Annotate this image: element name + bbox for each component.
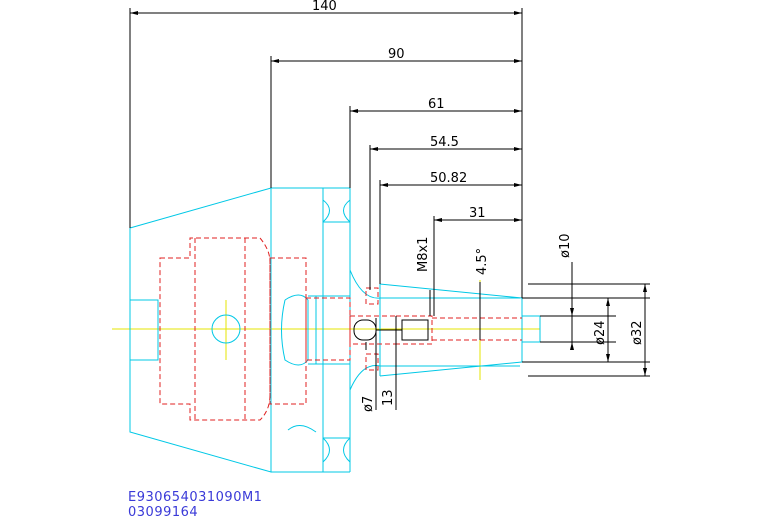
dim-overall-length: 140 [312,0,337,14]
inner-detail [353,319,429,341]
dim-inner-diameter: ø7 [361,396,376,412]
dim-taper-length: 31 [469,206,486,221]
hidden-lines [159,237,522,421]
part-code: 03099164 [128,505,199,520]
center-lines [112,280,540,380]
dim-outer-diameter: ø32 [630,321,645,346]
bore-circle [211,314,241,344]
dim-inner-depth: 13 [381,389,396,406]
dim-bore-to-tip: 50.82 [430,171,467,186]
dim-thread: M8x1 [416,237,431,272]
part-number: E930654031090M1 [128,490,263,505]
dim-flange-to-tip: 61 [428,97,445,112]
dim-face-to-tip: 54.5 [430,135,459,150]
part-outline [129,187,541,473]
arrowheads [130,11,647,376]
dim-gauge-length: 90 [388,47,405,62]
dimension-lines [129,8,650,410]
dim-taper-angle: 4.5° [475,248,490,275]
dim-bore-diameter: ø24 [593,321,608,346]
dim-tip-diameter: ø10 [558,234,573,259]
